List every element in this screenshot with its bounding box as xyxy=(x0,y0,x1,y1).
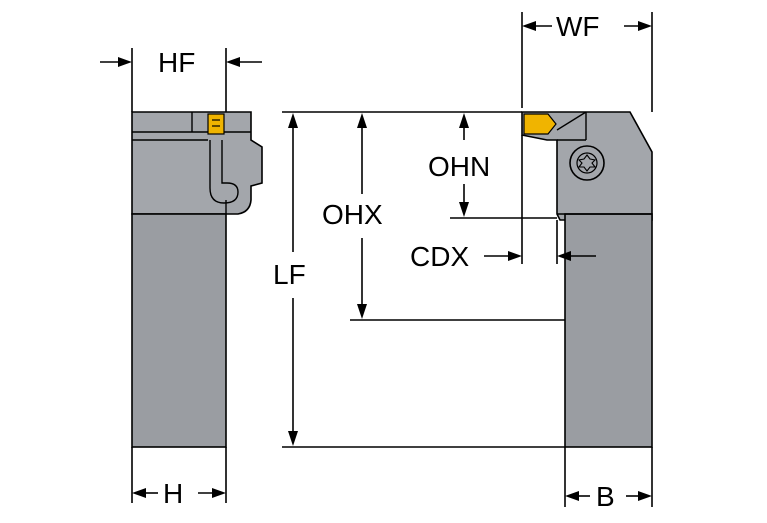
ohx-dimension: OHX xyxy=(322,113,383,319)
wf-label: WF xyxy=(556,11,600,42)
h-dimension: H xyxy=(131,447,227,509)
ohn-label: OHN xyxy=(428,151,490,182)
h-label: H xyxy=(163,478,183,509)
front-view xyxy=(521,111,653,448)
lf-dimension: LF xyxy=(273,113,306,446)
ohn-dimension: OHN xyxy=(428,113,490,217)
hf-label: HF xyxy=(158,47,195,78)
hf-dimension: HF xyxy=(100,47,262,112)
b-dimension: B xyxy=(564,447,653,512)
b-label: B xyxy=(596,481,615,512)
side-view-insert xyxy=(207,113,225,135)
cdx-label: CDX xyxy=(410,241,469,272)
lf-label: LF xyxy=(273,259,306,290)
side-view-shank xyxy=(131,213,227,448)
wf-dimension: WF xyxy=(521,11,653,112)
front-view-shank xyxy=(564,213,653,448)
side-view-clamp-slot xyxy=(209,140,239,204)
side-view xyxy=(131,111,263,448)
side-view-head xyxy=(131,111,263,215)
cdx-dimension: CDX xyxy=(410,135,596,272)
ohx-label: OHX xyxy=(322,199,383,230)
torx-screw-icon xyxy=(569,145,605,181)
front-view-insert xyxy=(523,113,557,135)
